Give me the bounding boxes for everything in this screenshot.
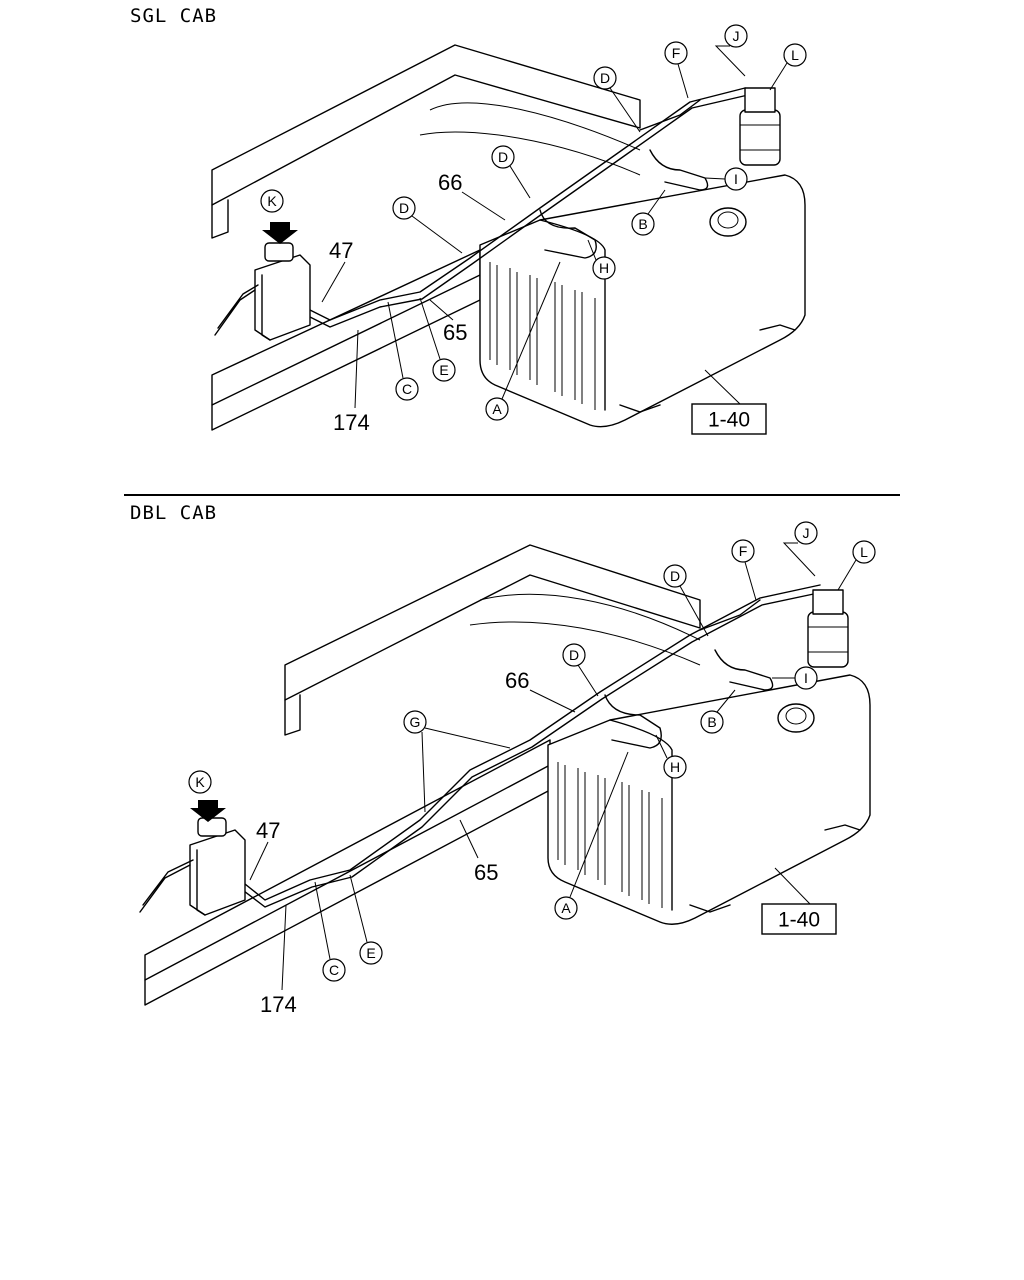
callout-47: 47: [329, 238, 353, 263]
letter-callout-d: D D D: [392, 66, 641, 254]
svg-text:A: A: [492, 401, 502, 417]
panel-title: SGL CAB: [130, 5, 217, 27]
letter-callout-f: F: [664, 41, 689, 99]
panel-dbl-cab: DBL CAB: [130, 502, 876, 1017]
fuel-filter: [807, 589, 849, 668]
svg-text:D: D: [569, 647, 579, 663]
svg-text:G: G: [410, 714, 421, 730]
svg-text:B: B: [638, 216, 647, 232]
svg-text:F: F: [672, 45, 681, 61]
svg-text:L: L: [791, 47, 799, 63]
letter-callout-i: I: [772, 666, 818, 690]
letter-callout-e: E: [349, 874, 383, 965]
panel-sgl-cab: SGL CAB: [130, 5, 807, 435]
svg-text:D: D: [670, 568, 680, 584]
svg-text:I: I: [804, 670, 808, 686]
letter-callout-i: I: [704, 167, 748, 191]
letter-callout-j: J: [714, 24, 748, 77]
ref-box: 1-40: [691, 369, 767, 435]
injection-pump: [139, 817, 246, 916]
filler-cap: [709, 207, 747, 237]
letter-callout-f: F: [731, 539, 757, 601]
svg-text:J: J: [733, 28, 740, 44]
injection-pump: [214, 242, 311, 341]
svg-text:B: B: [707, 714, 716, 730]
letter-callout-k: K: [188, 770, 212, 794]
svg-text:E: E: [366, 945, 375, 961]
callout-174: 174: [333, 410, 370, 435]
letter-callout-h: H: [587, 239, 616, 280]
svg-text:L: L: [860, 544, 868, 560]
svg-text:D: D: [399, 200, 409, 216]
fuel-tank: [479, 174, 806, 428]
svg-text:K: K: [267, 193, 277, 209]
letter-callout-e: E: [419, 297, 456, 382]
direction-arrow: [190, 800, 226, 822]
letter-callout-b: B: [631, 189, 666, 236]
svg-text:C: C: [402, 381, 412, 397]
ref-box-label: 1-40: [708, 409, 750, 432]
letter-callout-a: A: [554, 751, 629, 920]
frame-rail-far: [284, 544, 701, 736]
svg-text:F: F: [739, 543, 748, 559]
letter-callout-k: K: [260, 189, 284, 213]
svg-text:D: D: [498, 149, 508, 165]
letter-callout-c: C: [387, 301, 419, 401]
letter-callout-b: B: [700, 689, 736, 734]
svg-text:H: H: [599, 260, 609, 276]
ref-box-label: 1-40: [778, 909, 820, 932]
ref-box: 1-40: [761, 867, 837, 935]
letter-callout-l: L: [769, 43, 807, 91]
direction-arrow: [262, 222, 298, 244]
svg-text:E: E: [439, 362, 448, 378]
callout-47: 47: [256, 818, 280, 843]
svg-text:D: D: [600, 70, 610, 86]
svg-text:A: A: [561, 900, 571, 916]
letter-callout-j: J: [782, 521, 818, 577]
letter-callout-c: C: [314, 881, 346, 982]
frame-rail-near: [211, 249, 481, 431]
fuel-lines: [239, 584, 824, 908]
callout-65: 65: [474, 860, 498, 885]
callout-65: 65: [443, 320, 467, 345]
filler-cap: [777, 703, 815, 733]
callout-66: 66: [505, 668, 529, 693]
panel-title: DBL CAB: [130, 502, 217, 524]
fuel-tank: [547, 674, 871, 925]
letter-callout-h: H: [655, 734, 687, 779]
letter-callout-d: D D: [562, 564, 709, 697]
callout-174: 174: [260, 992, 297, 1017]
frame-rail-far: [211, 44, 641, 239]
letter-callout-g: G: [403, 710, 511, 813]
fuel-filter: [739, 87, 781, 166]
svg-text:I: I: [734, 171, 738, 187]
letter-callout-l: L: [837, 540, 876, 591]
letter-callout-a: A: [485, 261, 561, 421]
svg-text:J: J: [803, 525, 810, 541]
callout-66: 66: [438, 170, 462, 195]
svg-text:K: K: [195, 774, 205, 790]
svg-text:C: C: [329, 962, 339, 978]
svg-text:H: H: [670, 759, 680, 775]
